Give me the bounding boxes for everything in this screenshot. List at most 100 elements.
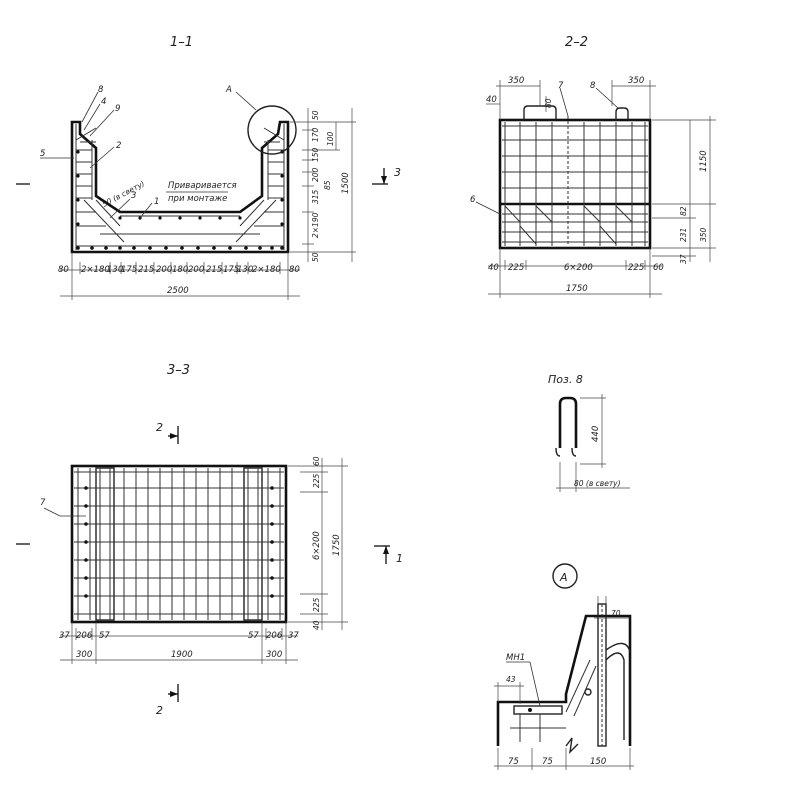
s22-top-dims: 350 350 40 80 xyxy=(486,76,656,120)
s11-note-weld-1: Приваривается xyxy=(168,181,237,191)
s33-dim-225a: 225 xyxy=(312,473,321,488)
s22-dim-350-left: 350 xyxy=(508,76,524,86)
s11-dim-r315: 315 xyxy=(311,189,320,204)
s22-vertical-bars xyxy=(504,116,646,246)
s11-dim-r170: 170 xyxy=(311,127,320,142)
s33-dim-300-right: 300 xyxy=(266,650,282,660)
section-3-3: 7 2 2 1 37 206 57 5 xyxy=(16,421,403,717)
section-title-3-3: 3–3 xyxy=(167,363,190,378)
s22-dim-total: 1750 xyxy=(566,284,588,294)
s22-callout-7: 7 xyxy=(558,81,564,91)
s11-dim-r50b: 50 xyxy=(311,252,320,262)
s11-dim-r85: 85 xyxy=(323,180,332,190)
s11-dim-b1: 2×180 xyxy=(81,265,110,275)
s11-dim-b3: 175 xyxy=(121,265,137,275)
s11-dim-r50a: 50 xyxy=(311,110,320,120)
detail-a-dim-70: 70 xyxy=(611,609,621,618)
s11-cut-3: 3 xyxy=(394,166,401,179)
s11-dim-b6: 180 xyxy=(172,265,188,275)
s33-vertical-bars xyxy=(77,468,281,620)
s22-outline xyxy=(498,118,652,250)
s11-dim-b9: 175 xyxy=(223,265,239,275)
s22-dim-b1: 225 xyxy=(508,263,524,273)
detail-a-concrete xyxy=(496,614,632,746)
s33-left-wall-band xyxy=(95,467,115,621)
s22-diagonals xyxy=(504,205,633,245)
section-1-1: А 8 4 9 2 5 3 1 50 (в свету) Приваривает… xyxy=(16,85,401,300)
poz8-detail: 440 80 (в свету) xyxy=(555,394,630,492)
section-title-1-1: 1–1 xyxy=(170,35,193,50)
s11-dim-r1500: 1500 xyxy=(341,172,351,194)
detail-a-label-mn1: МН1 xyxy=(506,653,525,663)
s22-dim-b0: 40 xyxy=(488,263,499,273)
s33-dim-225b: 225 xyxy=(312,597,321,612)
detail-a-circle xyxy=(552,563,578,589)
s11-callout-2: 2 xyxy=(116,141,121,151)
s33-cut-1: 1 xyxy=(396,552,403,565)
s11-callout-5: 5 xyxy=(40,149,45,159)
s22-dim-b4: 60 xyxy=(653,263,664,273)
s11-dim-b12: 80 xyxy=(289,265,300,275)
s11-dim-b0: 80 xyxy=(58,265,69,275)
section-title-2-2: 2–2 xyxy=(565,35,588,50)
s11-dim-b11: 2×180 xyxy=(252,265,281,275)
s11-dim-r200: 200 xyxy=(311,167,320,182)
detail-a-dim-43: 43 xyxy=(506,675,516,684)
s33-callout-7: 7 xyxy=(40,498,46,508)
s11-dim-b5: 200 xyxy=(156,265,172,275)
s33-dim-6x200: 6×200 xyxy=(312,531,322,560)
s11-outline xyxy=(70,120,290,254)
s11-callout-a: А xyxy=(225,85,232,95)
poz8-dim-440: 440 xyxy=(591,426,601,442)
s33-right-dims: 60 225 6×200 225 40 1750 xyxy=(288,456,348,630)
s11-dim-r2x190: 2×190 xyxy=(311,212,320,238)
s11-dim-b8: 215 xyxy=(206,265,222,275)
s22-callout-8: 8 xyxy=(590,81,596,91)
s11-note-weld-2: при монтаже xyxy=(168,194,227,204)
detail-a-dim-75-right: 75 xyxy=(542,757,553,767)
s22-horizontal-bars xyxy=(500,125,650,243)
s11-slab-bars xyxy=(76,199,284,247)
poz8-title: Поз. 8 xyxy=(548,373,583,386)
detail-a-dim-75-left: 75 xyxy=(508,757,519,767)
s22-bottom-dims: 40 225 6×200 225 60 1750 xyxy=(488,248,664,298)
s33-dim-60: 60 xyxy=(312,456,321,466)
detail-a-label: А xyxy=(559,571,568,584)
s11-note-svetu: 50 (в свету) xyxy=(101,179,146,209)
s11-bottom-dim-chain: 80 2×180 130 175 215 200 180 200 215 175… xyxy=(58,252,300,300)
s33-outline xyxy=(70,464,288,624)
s22-callout-6: 6 xyxy=(470,195,476,205)
s33-dim-40: 40 xyxy=(312,620,321,630)
s22-dim-b3: 225 xyxy=(628,263,644,273)
s11-dim-b2: 130 xyxy=(107,265,123,275)
s11-callout-3: 3 xyxy=(131,191,136,201)
s11-right-dim-chain: 50 170 150 200 85 315 2×190 50 100 1500 xyxy=(290,108,356,262)
s22-dim-b2: 6×200 xyxy=(564,263,593,273)
s11-dim-b10: 130 xyxy=(237,265,253,275)
s11-left-wall-bars xyxy=(75,124,106,250)
detail-a: А МН1 43 70 xyxy=(494,563,634,770)
s33-bottom-dims: 37 206 57 57 206 37 300 1900 300 xyxy=(59,622,299,664)
poz8-dim-svetu: 80 (в свету) xyxy=(574,479,621,488)
detail-a-hook xyxy=(605,652,625,740)
section-2-2: 7 8 6 350 350 40 80 xyxy=(470,76,716,298)
s33-dim-b4: 206 xyxy=(266,631,283,641)
s33-horizontal-bars xyxy=(74,471,284,615)
s22-dim-37: 37 xyxy=(679,254,688,264)
s11-callout-9: 9 xyxy=(115,104,120,114)
s33-right-wall-band xyxy=(243,467,263,621)
detail-a-plate-mn1 xyxy=(513,705,563,715)
s11-dim-r100: 100 xyxy=(326,131,335,146)
s22-dim-40: 40 xyxy=(486,95,497,105)
s33-dim-1900: 1900 xyxy=(171,650,193,660)
s11-dim-total: 2500 xyxy=(167,286,189,296)
s22-right-dims: 1150 82 231 37 350 xyxy=(652,116,716,264)
s33-bar-dots xyxy=(84,486,274,598)
s11-dim-b7: 200 xyxy=(188,265,204,275)
s11-callout-4: 4 xyxy=(101,97,106,107)
s11-detail-a-circle xyxy=(247,105,297,155)
s33-dim-b5: 37 xyxy=(288,631,299,641)
s22-loop-right xyxy=(615,107,629,120)
s33-dim-b2: 57 xyxy=(99,631,110,641)
